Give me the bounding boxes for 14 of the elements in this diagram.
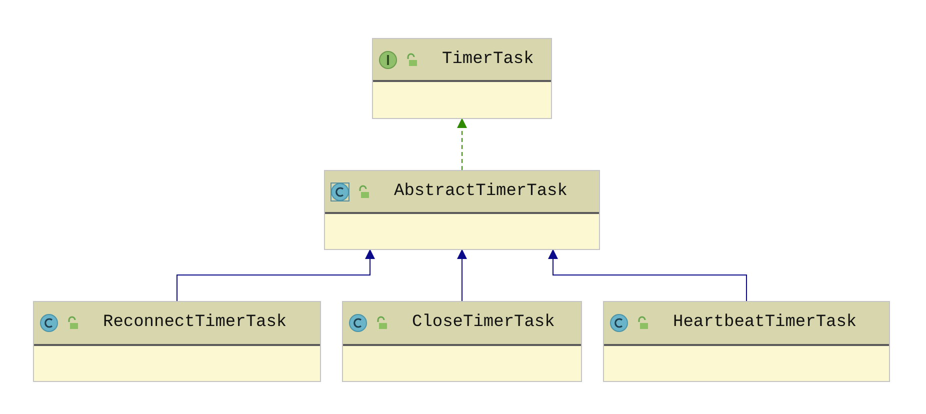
- dashed-arrow: [457, 118, 467, 170]
- class-box: [372, 38, 552, 119]
- arrow: [176, 249, 375, 302]
- class-name: TimerTask: [442, 48, 534, 71]
- class-box: [324, 170, 600, 250]
- class-box: [603, 301, 890, 382]
- arrow: [457, 249, 467, 302]
- class-name: AbstractTimerTask: [394, 180, 568, 203]
- class-box: [342, 301, 582, 382]
- class-box: [33, 301, 321, 382]
- class-name: CloseTimerTask: [412, 312, 555, 334]
- class-name: ReconnectTimerTask: [103, 312, 287, 334]
- arrow: [548, 249, 747, 302]
- class-name: HeartbeatTimerTask: [673, 312, 857, 334]
